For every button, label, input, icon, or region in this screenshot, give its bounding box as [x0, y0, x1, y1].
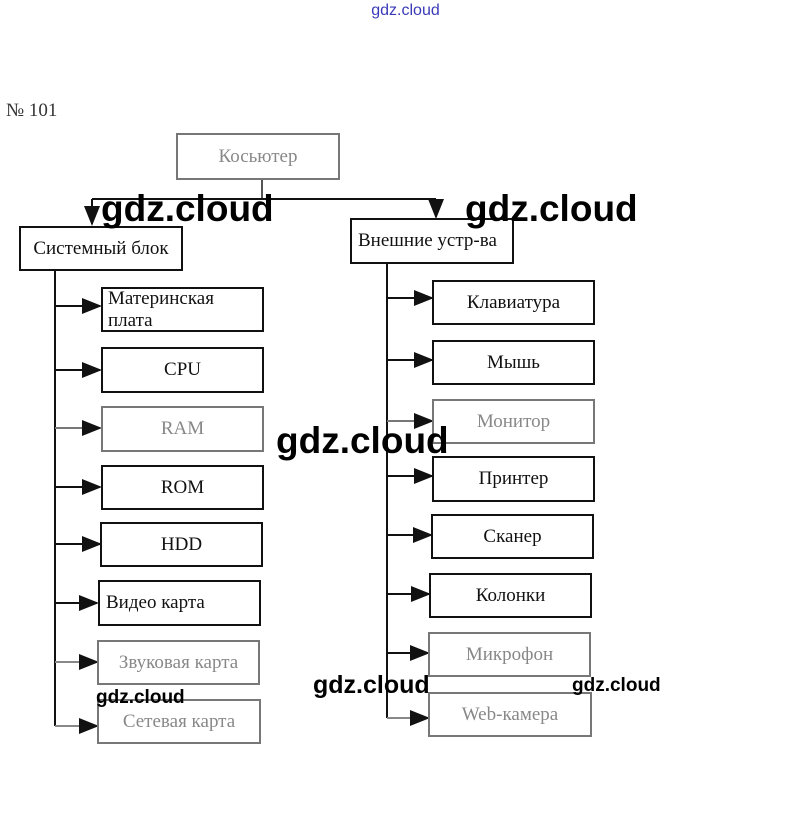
node-sound-card: Звуковая карта: [97, 640, 260, 685]
task-number: № 101: [6, 100, 58, 121]
arrows-right: [387, 290, 434, 726]
node-microphone: Микрофон: [428, 632, 591, 677]
arrows-left: [55, 298, 102, 734]
node-mouse: Мышь: [432, 340, 595, 385]
watermark: gdz.cloud: [313, 671, 430, 699]
node-rom: ROM: [101, 465, 264, 510]
node-motherboard: Материнская плата: [101, 287, 264, 332]
node-external-devices: Внешние устр-ва: [350, 218, 514, 264]
node-video-card: Видео карта: [98, 580, 261, 626]
node-network-card: Сетевая карта: [97, 699, 261, 744]
site-link[interactable]: gdz.cloud: [371, 2, 440, 19]
node-scanner: Сканер: [431, 514, 594, 559]
watermark: gdz.cloud: [572, 675, 661, 696]
node-webcam: Web-камера: [428, 692, 592, 737]
node-speakers: Колонки: [429, 573, 592, 618]
node-printer: Принтер: [432, 456, 595, 502]
watermark: gdz.cloud: [101, 188, 274, 229]
node-keyboard: Клавиатура: [432, 280, 595, 325]
node-ram: RAM: [101, 406, 264, 452]
node-hdd: HDD: [100, 522, 263, 567]
node-system-unit: Системный блок: [19, 226, 183, 271]
watermark: gdz.cloud: [96, 687, 185, 708]
watermark: gdz.cloud: [465, 188, 638, 229]
node-monitor: Монитор: [432, 399, 595, 444]
node-cpu: CPU: [101, 347, 264, 393]
node-computer: Косьютер: [176, 133, 340, 180]
watermark: gdz.cloud: [276, 420, 449, 461]
